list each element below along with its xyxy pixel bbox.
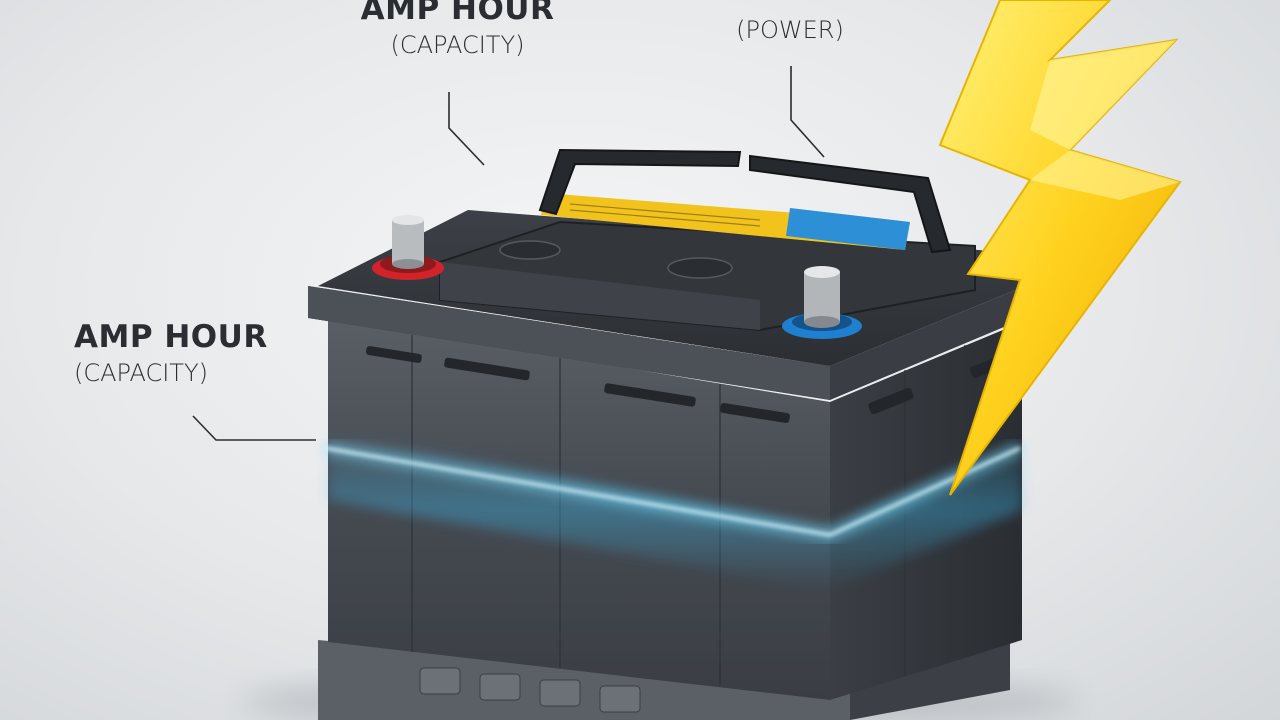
leader-line-left: [192, 415, 316, 441]
leader-line-power: [790, 66, 825, 158]
callout-title: AMP HOUR: [360, 0, 555, 27]
positive-terminal-icon: [372, 215, 444, 280]
lightning-bolt-icon: [938, 0, 1182, 496]
carry-handle-left: [538, 148, 742, 216]
negative-terminal-icon: [782, 266, 862, 339]
callout-amp-hour-top: AMP HOUR (CAPACITY): [350, 0, 565, 59]
callout-subtitle: (CAPACITY): [74, 359, 208, 387]
callout-power: (POWER): [720, 16, 860, 44]
leader-line-top: [448, 92, 485, 166]
callout-subtitle: (POWER): [736, 16, 844, 44]
battery-label-blue: [786, 208, 910, 250]
carry-handle-right: [749, 154, 952, 254]
callout-subtitle: (CAPACITY): [390, 31, 525, 59]
callout-amp-hour-left: AMP HOUR (CAPACITY): [74, 319, 289, 388]
callout-title: AMP HOUR: [74, 319, 268, 355]
